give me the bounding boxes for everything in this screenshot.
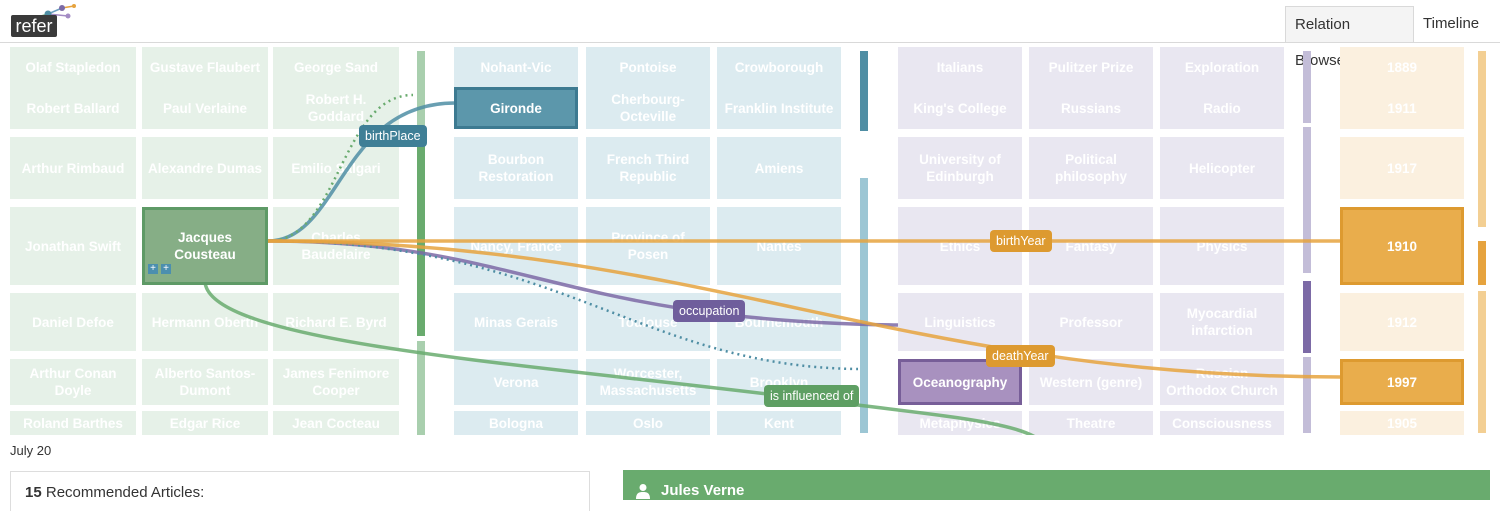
category-bar (1478, 241, 1486, 285)
person-cell[interactable]: Jonathan Swift (10, 207, 136, 285)
category-bar (417, 146, 425, 336)
recommended-count: 15 (25, 484, 42, 501)
person-cell[interactable]: Edgar Rice (142, 411, 268, 435)
topic-cell[interactable]: Physics (1160, 207, 1284, 285)
person-icon (636, 484, 650, 499)
category-bar (860, 178, 868, 433)
place-cell[interactable]: Kent (717, 411, 841, 435)
person-cell[interactable]: Olaf Stapledon (10, 47, 136, 87)
topic-cell[interactable]: Radio (1160, 87, 1284, 129)
detail-name: Jules Verne (661, 482, 745, 499)
year-cell[interactable]: 1997 (1340, 359, 1464, 405)
relation-label-deathyear[interactable]: deathYear (986, 345, 1055, 367)
year-cell[interactable]: 1910 (1340, 207, 1464, 285)
relation-label-birthplace[interactable]: birthPlace (359, 125, 427, 147)
place-cell[interactable]: Verona (454, 359, 578, 405)
topic-cell[interactable]: Consciousness (1160, 411, 1284, 435)
relation-label-occupation[interactable]: occupation (673, 300, 746, 322)
topic-cell[interactable]: Linguistics (898, 293, 1022, 351)
relation-label-birthyear[interactable]: birthYear (990, 230, 1052, 252)
detail-panel-header[interactable]: Jules Verne (623, 470, 1490, 500)
topic-cell[interactable]: Metaphysics (898, 411, 1022, 435)
topic-cell[interactable]: Russian Orthodox Church (1160, 359, 1284, 405)
person-cell[interactable]: Robert H. Goddard (273, 87, 399, 129)
place-cell[interactable]: Pontoise (586, 47, 710, 87)
category-bar (417, 341, 425, 435)
place-cell[interactable]: Province of Posen (586, 207, 710, 285)
place-cell[interactable]: Gironde (454, 87, 578, 129)
place-cell[interactable]: Minas Gerais (454, 293, 578, 351)
recommended-articles-header: 15 Recommended Articles: (10, 471, 590, 511)
place-cell[interactable]: Nohant-Vic (454, 47, 578, 87)
topic-cell[interactable]: Professor (1029, 293, 1153, 351)
topic-cell[interactable]: Exploration (1160, 47, 1284, 87)
person-cell[interactable]: Jean Cocteau (273, 411, 399, 435)
person-cell[interactable]: George Sand (273, 47, 399, 87)
year-cell[interactable]: 1889 (1340, 47, 1464, 87)
topic-cell[interactable]: Political philosophy (1029, 137, 1153, 199)
topic-cell[interactable]: Helicopter (1160, 137, 1284, 199)
person-cell[interactable]: Arthur Rimbaud (10, 137, 136, 199)
refer-logo[interactable]: refer (8, 4, 88, 38)
category-bar (1303, 51, 1311, 123)
place-cell[interactable]: Nancy, France (454, 207, 578, 285)
recommended-label: Recommended Articles: (45, 484, 205, 501)
topic-cell[interactable]: Italians (898, 47, 1022, 87)
category-bar (1478, 291, 1486, 433)
person-cell[interactable]: Roland Barthes (10, 411, 136, 435)
year-cell[interactable]: 1912 (1340, 293, 1464, 351)
place-cell[interactable]: Nantes (717, 207, 841, 285)
place-cell[interactable]: Worcester, Massachusetts (586, 359, 710, 405)
person-cell[interactable]: Alexandre Dumas (142, 137, 268, 199)
place-cell[interactable]: Bologna (454, 411, 578, 435)
top-bar: refer Relation Browser Timeline (0, 0, 1500, 69)
expand-plus-icon[interactable]: + (148, 264, 158, 274)
person-cell[interactable]: Charles Baudelaire (273, 207, 399, 285)
topic-cell[interactable]: Pulitzer Prize (1029, 47, 1153, 87)
category-bar (1303, 127, 1311, 273)
place-cell[interactable]: Bourbon Restoration (454, 137, 578, 199)
category-bar (1303, 357, 1311, 433)
place-cell[interactable]: Amiens (717, 137, 841, 199)
topic-cell[interactable]: University of Edinburgh (898, 137, 1022, 199)
person-cell[interactable]: Hermann Oberth (142, 293, 268, 351)
year-cell[interactable]: 1911 (1340, 87, 1464, 129)
category-bar (1303, 281, 1311, 353)
place-cell[interactable]: Franklin Institute (717, 87, 841, 129)
topic-cell[interactable]: King's College (898, 87, 1022, 129)
topic-cell[interactable]: Theatre (1029, 411, 1153, 435)
person-cell[interactable]: Gustave Flaubert (142, 47, 268, 87)
tab-timeline[interactable]: Timeline (1423, 15, 1480, 32)
person-cell[interactable]: Paul Verlaine (142, 87, 268, 129)
relation-label-influenced[interactable]: is influenced of (764, 385, 860, 407)
category-bar (1478, 51, 1486, 227)
place-cell[interactable]: Crowborough (717, 47, 841, 87)
person-cell[interactable]: Arthur Conan Doyle (10, 359, 136, 405)
person-cell[interactable]: Daniel Defoe (10, 293, 136, 351)
person-cell[interactable]: Alberto Santos-Dumont (142, 359, 268, 405)
expand-plus-icon[interactable]: + (161, 264, 171, 274)
place-cell[interactable]: Cherbourg-Octeville (586, 87, 710, 129)
topic-cell[interactable]: Myocardial infarction (1160, 293, 1284, 351)
year-cell[interactable]: 1917 (1340, 137, 1464, 199)
logo-text: refer (11, 15, 57, 37)
date-label: July 20 (10, 443, 52, 458)
place-cell[interactable]: French Third Republic (586, 137, 710, 199)
relation-browser: birthPlace occupation is influenced of b… (0, 43, 1500, 435)
topic-cell[interactable]: Russians (1029, 87, 1153, 129)
place-cell[interactable]: Oslo (586, 411, 710, 435)
person-cell[interactable]: Richard E. Byrd (273, 293, 399, 351)
category-bar (417, 51, 425, 146)
tab-relation-browser[interactable]: Relation Browser (1285, 6, 1414, 69)
person-cell[interactable]: Robert Ballard (10, 87, 136, 129)
person-cell[interactable]: James Fenimore Cooper (273, 359, 399, 405)
year-cell[interactable]: 1905 (1340, 411, 1464, 435)
category-bar (860, 51, 868, 131)
